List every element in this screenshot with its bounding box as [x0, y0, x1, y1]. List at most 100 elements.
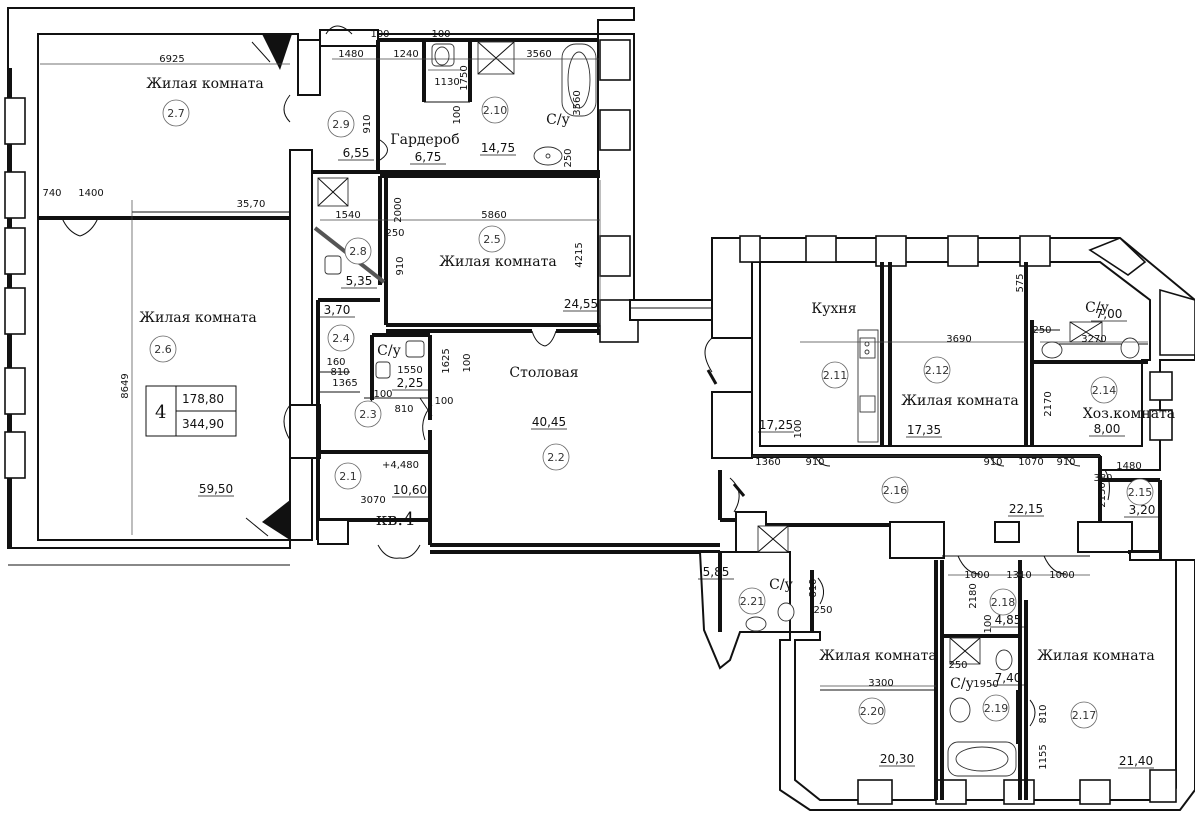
room-number: 2.14	[1092, 384, 1117, 397]
room-area: 10,60	[393, 483, 427, 497]
room-number: 2.12	[925, 364, 950, 377]
room-2-9: 2.96,55	[327, 110, 374, 161]
total-area: 344,90	[182, 417, 224, 431]
dimension-label: 910	[395, 256, 406, 275]
dimension-label: 575	[1015, 273, 1026, 292]
dimension-label: 910	[805, 457, 824, 468]
room-number: 2.17	[1072, 709, 1097, 722]
room-area: 2,25	[397, 376, 424, 390]
room-number-circle	[982, 694, 1010, 722]
dimension-label: 3560	[572, 90, 583, 115]
room-number-circle	[923, 356, 951, 384]
apartment-label: кв.4	[376, 509, 415, 530]
dimension-label: 1240	[393, 49, 418, 60]
dining-walls	[430, 237, 753, 554]
room-name: Жилая комната	[146, 76, 263, 92]
room-name: С/у	[950, 676, 974, 692]
room-number: 2.6	[154, 343, 172, 356]
room-area: 3,70	[324, 303, 351, 317]
dimension-label: 1540	[335, 210, 360, 221]
dimension-label: 1950	[973, 679, 998, 690]
dimension-label: 250	[948, 660, 967, 671]
room-name: Хоз.комната	[1083, 406, 1175, 422]
room-name: Жилая комната	[1037, 648, 1154, 664]
room-number: 2.5	[483, 233, 501, 246]
dimension-label: 250	[385, 228, 404, 239]
dimension-label: 380	[1093, 473, 1112, 484]
room-number-circle	[1126, 478, 1154, 506]
room-number: 2.16	[883, 484, 908, 497]
dimension-label: 1130	[434, 77, 459, 88]
dimension-label: 250	[563, 148, 574, 167]
dimension-label: 810	[1038, 704, 1049, 723]
dimension-label: 1625	[441, 348, 452, 373]
room-number: 2.21	[740, 595, 765, 608]
dimension-label: 100	[370, 29, 389, 40]
room-number-circle	[334, 462, 362, 490]
room-2-13: С/у7,00	[1085, 300, 1127, 322]
upper-middle-walls	[312, 25, 639, 347]
left-block-walls	[4, 7, 635, 566]
room-area: 7,00	[1096, 307, 1123, 321]
room-area: 24,55	[564, 297, 598, 311]
room-number-circle	[478, 225, 506, 253]
room-2-21: С/у2.215,85	[698, 565, 794, 615]
dimension-label: 100	[434, 396, 453, 407]
total-living-area: 178,80	[182, 392, 224, 406]
room-2-3: С/у2.32,25	[354, 343, 428, 428]
room-area: 5,85	[703, 565, 730, 579]
room-number: 2.8	[349, 245, 367, 258]
elevation-mark: +4,480	[382, 460, 419, 471]
dimension-lines	[40, 58, 1148, 687]
room-area: 5,35	[346, 274, 373, 288]
dimension-label: 3070	[360, 495, 385, 506]
room-number: 2.2	[547, 451, 565, 464]
room-number: 2.10	[483, 104, 508, 117]
room-number-circle	[738, 587, 766, 615]
dimension-label: 4215	[574, 242, 585, 267]
room-area: 4,85	[995, 613, 1022, 627]
dimension-label: 740	[42, 188, 61, 199]
room-name: С/у	[1085, 300, 1109, 316]
room-2-4: 2.43,70	[319, 303, 355, 352]
room-number: 2.9	[332, 118, 350, 131]
dimension-label: 1480	[1116, 461, 1141, 472]
dimension-label: 250	[813, 605, 832, 616]
room-area: 8,00	[1094, 422, 1121, 436]
dimension-label: 1365	[332, 378, 357, 389]
room-area: 21,40	[1119, 754, 1153, 768]
room-number-circle	[327, 110, 355, 138]
room-area: 3,20	[1129, 503, 1156, 517]
room-number-circle	[1090, 376, 1118, 404]
room-number-circle	[542, 443, 570, 471]
room-area: 40,45	[532, 415, 566, 429]
dimension-label: 1000	[964, 570, 989, 581]
room-number-circle	[1070, 701, 1098, 729]
room-number-circle	[481, 96, 509, 124]
room-2-8: 2.8 5,35	[341, 237, 377, 289]
room-2-14: Хоз.комната 2.14 8,00	[1083, 376, 1175, 437]
room-area: 14,75	[481, 141, 515, 155]
room-number-circle	[327, 324, 355, 352]
room-2-1: 2.110,60	[334, 462, 428, 498]
room-area: 20,30	[880, 752, 914, 766]
corridor-walls	[720, 456, 1162, 560]
dimension-label: 810	[808, 578, 819, 597]
room-name: С/у	[546, 112, 570, 128]
room-2-19: С/у2.197,40	[950, 671, 1026, 722]
dimension-label: 35,70	[237, 199, 266, 210]
dimension-label: 910	[983, 457, 1002, 468]
dimension-label: 1000	[1049, 570, 1074, 581]
dimension-label: 1400	[78, 188, 103, 199]
dimension-label: 1750	[459, 65, 470, 90]
dimension-label: 2000	[393, 197, 404, 222]
room-number-circle	[162, 99, 190, 127]
